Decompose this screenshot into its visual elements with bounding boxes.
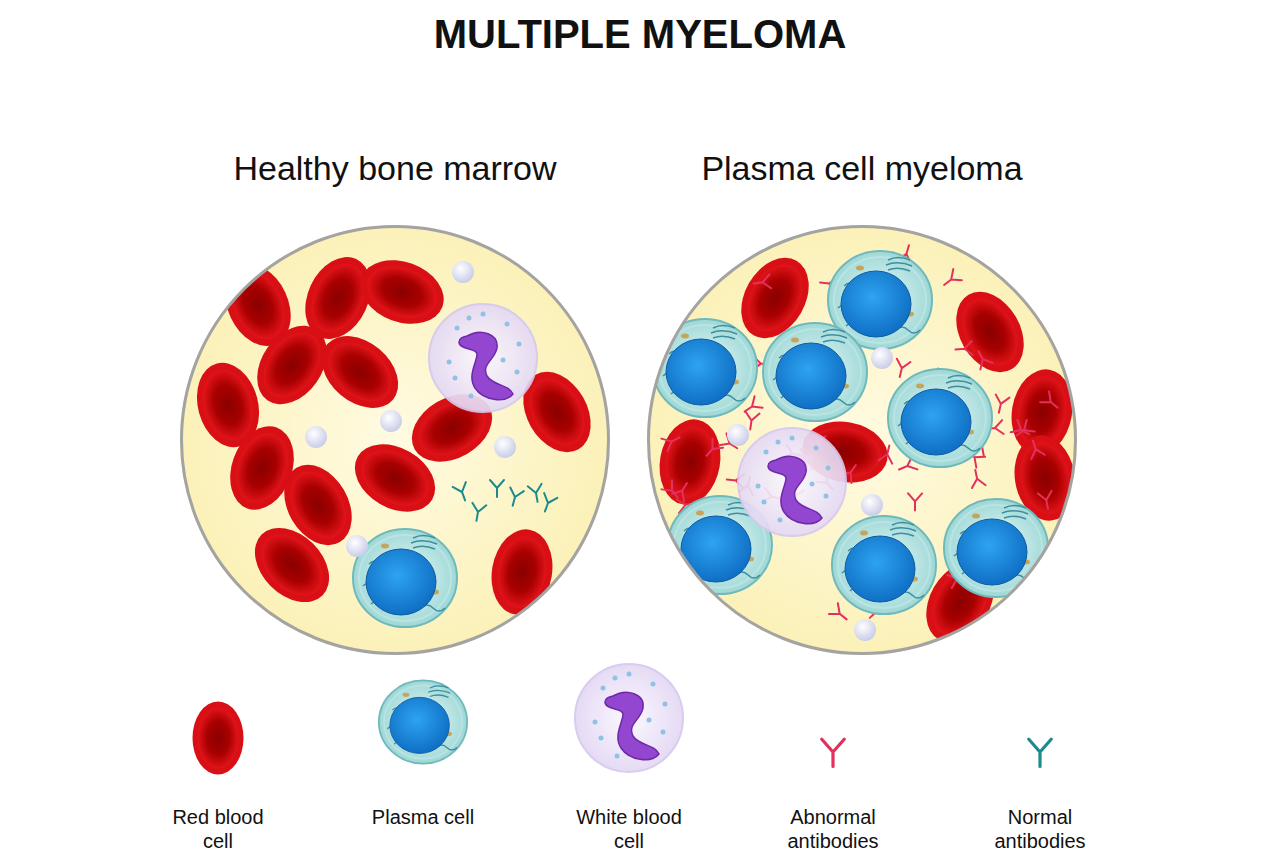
antibody (1029, 739, 1051, 766)
antibody (972, 348, 992, 370)
antibody (1013, 420, 1035, 441)
healthy-cells (188, 246, 605, 627)
plasma-cell (832, 516, 936, 614)
antibody (822, 739, 844, 766)
antibody (968, 469, 985, 489)
platelet (727, 424, 749, 446)
red-blood-cell (943, 280, 1038, 384)
red-blood-cell (193, 701, 244, 774)
antibody (1038, 491, 1055, 510)
legend-icons (193, 664, 1052, 775)
white-blood-cell (738, 428, 846, 536)
platelet (380, 410, 402, 432)
red-blood-cell (308, 321, 412, 422)
platelet (346, 535, 368, 557)
antibody (528, 484, 545, 503)
antibody (893, 359, 911, 379)
platelet (861, 494, 883, 516)
antibody (1040, 391, 1062, 413)
platelet (305, 426, 327, 448)
plasma-cell (888, 369, 992, 467)
antibody (992, 395, 1009, 415)
circle-heading: Plasma cell myeloma (701, 149, 1022, 188)
plasma-cell (379, 680, 467, 763)
legend-label: Red blood cell (158, 805, 278, 853)
antibody (879, 444, 897, 464)
legend-label: White blood cell (569, 805, 689, 853)
plasma-cell (353, 529, 457, 627)
circle-heading: Healthy bone marrow (233, 149, 556, 188)
antibody (538, 493, 557, 514)
red-blood-cell (485, 524, 559, 619)
plasma-cell (653, 319, 757, 417)
antibody (908, 493, 922, 510)
legend-label: Normal antibodies (980, 805, 1100, 853)
antibody (506, 487, 524, 507)
platelet (854, 619, 876, 641)
platelet (452, 261, 474, 283)
antibody (1026, 439, 1044, 459)
plasma-cell (944, 499, 1048, 597)
platelet (494, 436, 516, 458)
antibody (955, 341, 973, 356)
title: MULTIPLE MYELOMA (0, 12, 1280, 57)
antibody (753, 274, 772, 290)
antibody (672, 479, 693, 501)
antibody (829, 603, 851, 625)
white-blood-cell (575, 664, 683, 772)
antibody (701, 438, 723, 460)
antibody (940, 269, 962, 290)
antibody (661, 431, 682, 451)
legend-label: Abnormal antibodies (773, 805, 893, 853)
legend-label: Plasma cell (363, 805, 483, 829)
antibody (453, 482, 472, 503)
antibody (470, 503, 487, 522)
plasma-cell (763, 323, 867, 421)
white-blood-cell (429, 304, 537, 412)
red-blood-cell (240, 513, 343, 616)
antibody (490, 480, 504, 497)
marrow-ground (180, 225, 610, 655)
antibody (661, 480, 683, 502)
platelet (871, 347, 893, 369)
marrow-circle: Plasma cell myeloma (647, 225, 1077, 655)
myeloma-cells (653, 243, 1082, 654)
red-blood-cell (351, 249, 452, 335)
marrow-circle: Healthy bone marrow (180, 225, 610, 655)
marrow-ground (647, 225, 1077, 655)
